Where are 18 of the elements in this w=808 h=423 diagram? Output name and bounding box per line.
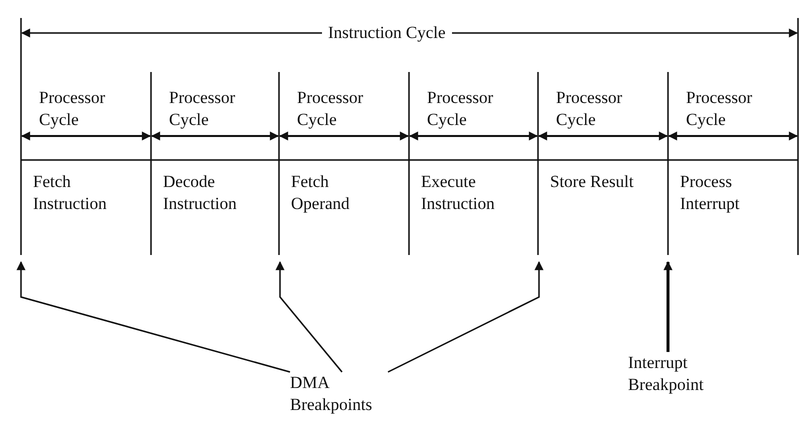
stage-label: Fetch Instruction <box>33 171 108 215</box>
leader-arrow <box>276 261 343 372</box>
breakpoint-label: DMA Breakpoints <box>290 372 400 416</box>
stage-label: Execute Instruction <box>421 171 496 215</box>
stage-label: Store Result <box>550 171 635 193</box>
cycle-label: Processor Cycle <box>39 87 106 131</box>
cycle-label: Processor Cycle <box>297 87 364 131</box>
cycle-label: Processor Cycle <box>169 87 236 131</box>
leader-arrow <box>16 261 290 373</box>
cycle-label: Processor Cycle <box>427 87 494 131</box>
breakpoint-label: Interrupt Breakpoint <box>628 352 738 396</box>
stage-label: Fetch Operand <box>291 171 351 215</box>
stage-label: Decode Instruction <box>163 171 238 215</box>
cycle-label: Processor Cycle <box>686 87 754 131</box>
leader-arrow <box>664 261 672 352</box>
leader-arrow <box>388 261 544 373</box>
cycle-label: Processor Cycle <box>556 87 624 131</box>
stage-label: Process Interrupt <box>680 171 740 215</box>
